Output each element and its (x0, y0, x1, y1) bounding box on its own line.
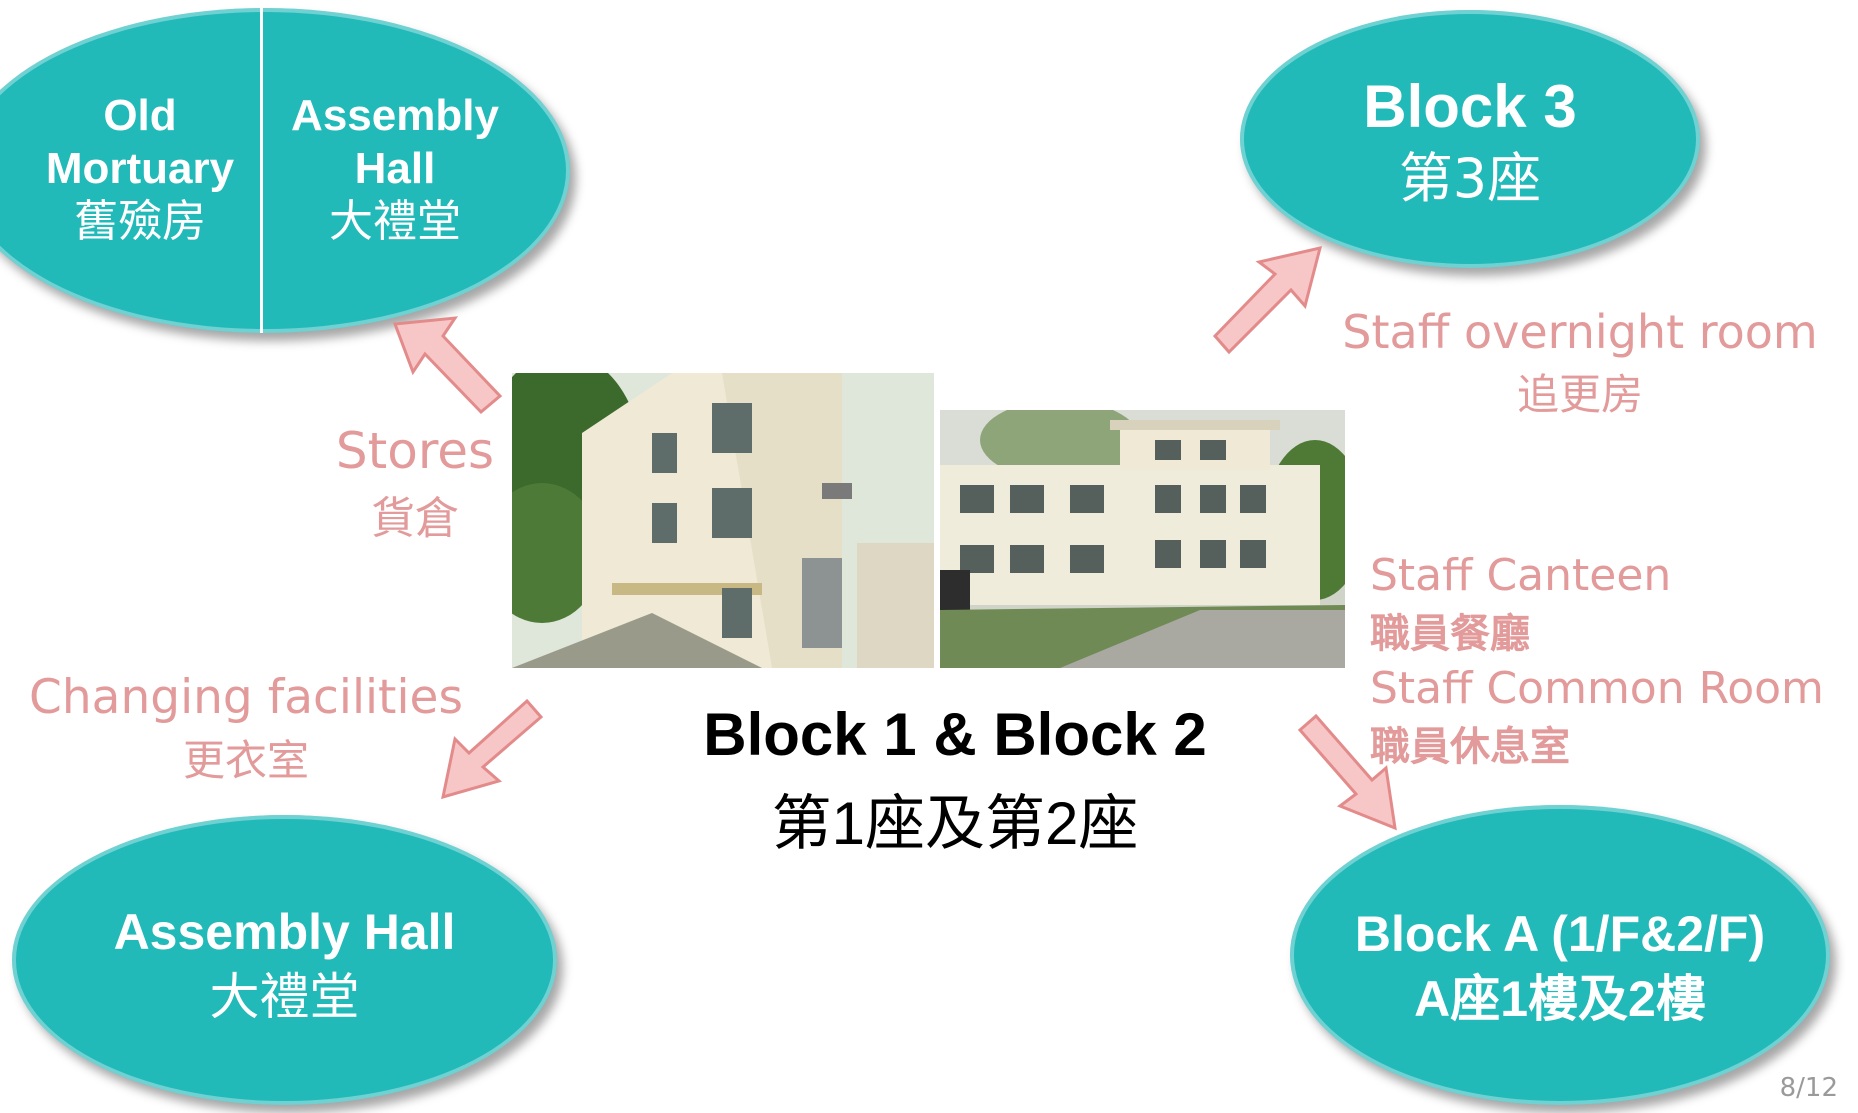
old-mortuary-en-line1: Old (103, 91, 177, 140)
arrow-to-top-right-icon (1212, 245, 1323, 355)
changing-facilities-en: Changing facilities (29, 670, 463, 725)
assembly-hall-en-line1: Assembly (291, 91, 499, 140)
block-2-photo (940, 410, 1345, 668)
arrow-to-top-left-icon (392, 316, 503, 415)
center-block-title: Block 1 & Block 2 第1座及第2座 (640, 700, 1270, 862)
arrow-to-bottom-left-icon (441, 698, 544, 800)
assembly-hall-bottom-en: Assembly Hall (113, 904, 456, 960)
old-mortuary-zh: 舊殮房 (74, 195, 206, 247)
center-title-zh: 第1座及第2座 (771, 790, 1139, 857)
assembly-hall-bottom-zh: 大禮堂 (209, 968, 360, 1026)
changing-facilities-label: Changing facilities 更衣室 (6, 670, 486, 788)
changing-facilities-zh: 更衣室 (182, 736, 309, 785)
old-mortuary-label: Old Mortuary 舊殮房 (20, 90, 260, 248)
block-a-zh: A座1樓及2樓 (1414, 971, 1706, 1027)
block-3-node: Block 3 第3座 (1240, 10, 1700, 268)
divider-line (260, 8, 263, 333)
staff-canteen-en: Staff Canteen (1370, 550, 1672, 601)
overnight-room-label: Staff overnight room 追更房 (1310, 305, 1850, 422)
stores-en: Stores (335, 422, 495, 480)
block-3-en: Block 3 (1363, 73, 1577, 140)
page-number: 8/12 (1779, 1073, 1838, 1103)
overnight-room-en: Staff overnight room (1342, 305, 1818, 359)
block-3-zh: 第3座 (1398, 146, 1542, 210)
assembly-hall-label-top: Assembly Hall 大禮堂 (265, 90, 525, 248)
center-title-en: Block 1 & Block 2 (703, 701, 1207, 768)
block-1-photo (512, 373, 934, 668)
stores-zh: 貨倉 (371, 493, 459, 544)
assembly-hall-node: Assembly Hall 大禮堂 (12, 815, 557, 1105)
staff-common-room-zh: 職員休息室 (1370, 724, 1570, 770)
block-a-en: Block A (1/F&2/F) (1354, 906, 1766, 962)
canteen-common-room-label: Staff Canteen 職員餐廳 Staff Common Room 職員休… (1370, 550, 1850, 772)
staff-common-room-en: Staff Common Room (1370, 663, 1824, 714)
old-mortuary-assembly-hall-node: Old Mortuary 舊殮房 Assembly Hall 大禮堂 (0, 8, 570, 333)
block-a-node: Block A (1/F&2/F) A座1樓及2樓 (1290, 805, 1830, 1105)
old-mortuary-en-line2: Mortuary (45, 143, 235, 193)
staff-canteen-zh: 職員餐廳 (1370, 611, 1530, 657)
assembly-hall-zh: 大禮堂 (329, 195, 461, 247)
overnight-room-zh: 追更房 (1516, 370, 1643, 419)
stores-label: Stores 貨倉 (330, 422, 500, 546)
assembly-hall-en-line2: Hall (354, 143, 436, 193)
arrow-to-bottom-right-icon (1297, 713, 1397, 831)
